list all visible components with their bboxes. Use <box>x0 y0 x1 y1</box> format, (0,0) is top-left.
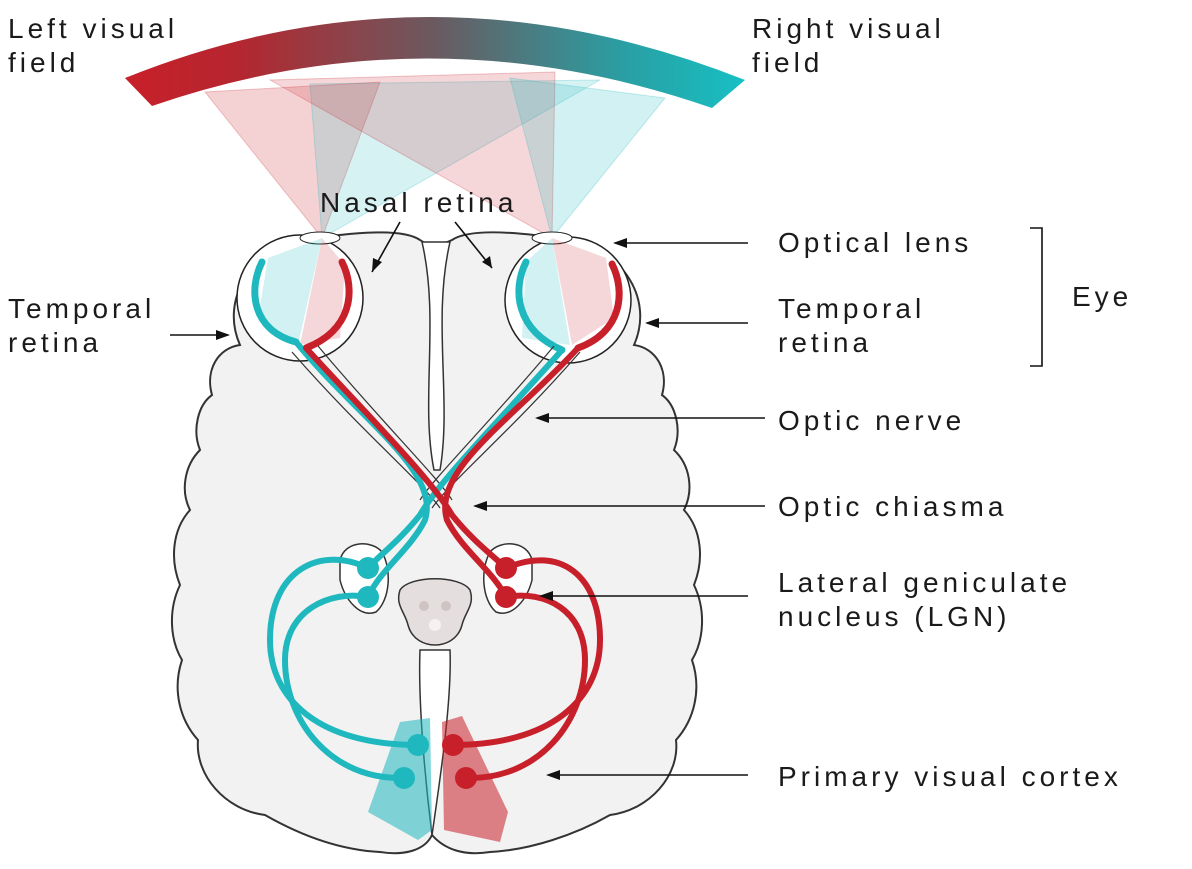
visual-field-arc <box>125 16 745 108</box>
cone-right-red <box>268 71 556 239</box>
label-temporal-retina-right: Temporal retina <box>778 293 926 358</box>
cone-left-teal <box>309 79 601 239</box>
pointer-arrows <box>170 221 1043 776</box>
cone-right-teal <box>509 77 666 240</box>
brain-outline <box>171 231 703 855</box>
label-eye: Eye <box>1072 281 1133 312</box>
label-optic-nerve: Optic nerve <box>778 405 966 436</box>
neural-pathways <box>266 339 604 782</box>
cone-left-red <box>204 81 381 240</box>
right-eye <box>504 231 632 364</box>
label-lgn: Lateral geniculate nucleus (LGN) <box>778 567 1072 632</box>
label-optic-chiasma: Optic chiasma <box>778 491 1008 522</box>
label-nasal-retina: Nasal retina <box>320 187 518 218</box>
longitudinal-fissure <box>421 241 451 471</box>
lgn-nuclei <box>357 557 517 608</box>
label-primary-visual-cortex: Primary visual cortex <box>778 761 1122 792</box>
midbrain <box>397 578 473 646</box>
label-temporal-retina-left: Temporal retina <box>8 293 156 358</box>
label-optical-lens: Optical lens <box>778 227 973 258</box>
view-cones <box>204 71 666 240</box>
cortex-nuclei <box>393 734 477 789</box>
arrowheads <box>216 238 659 780</box>
label-right-visual-field: Right visual field <box>752 13 945 78</box>
label-left-visual-field: Left visual field <box>8 13 179 78</box>
